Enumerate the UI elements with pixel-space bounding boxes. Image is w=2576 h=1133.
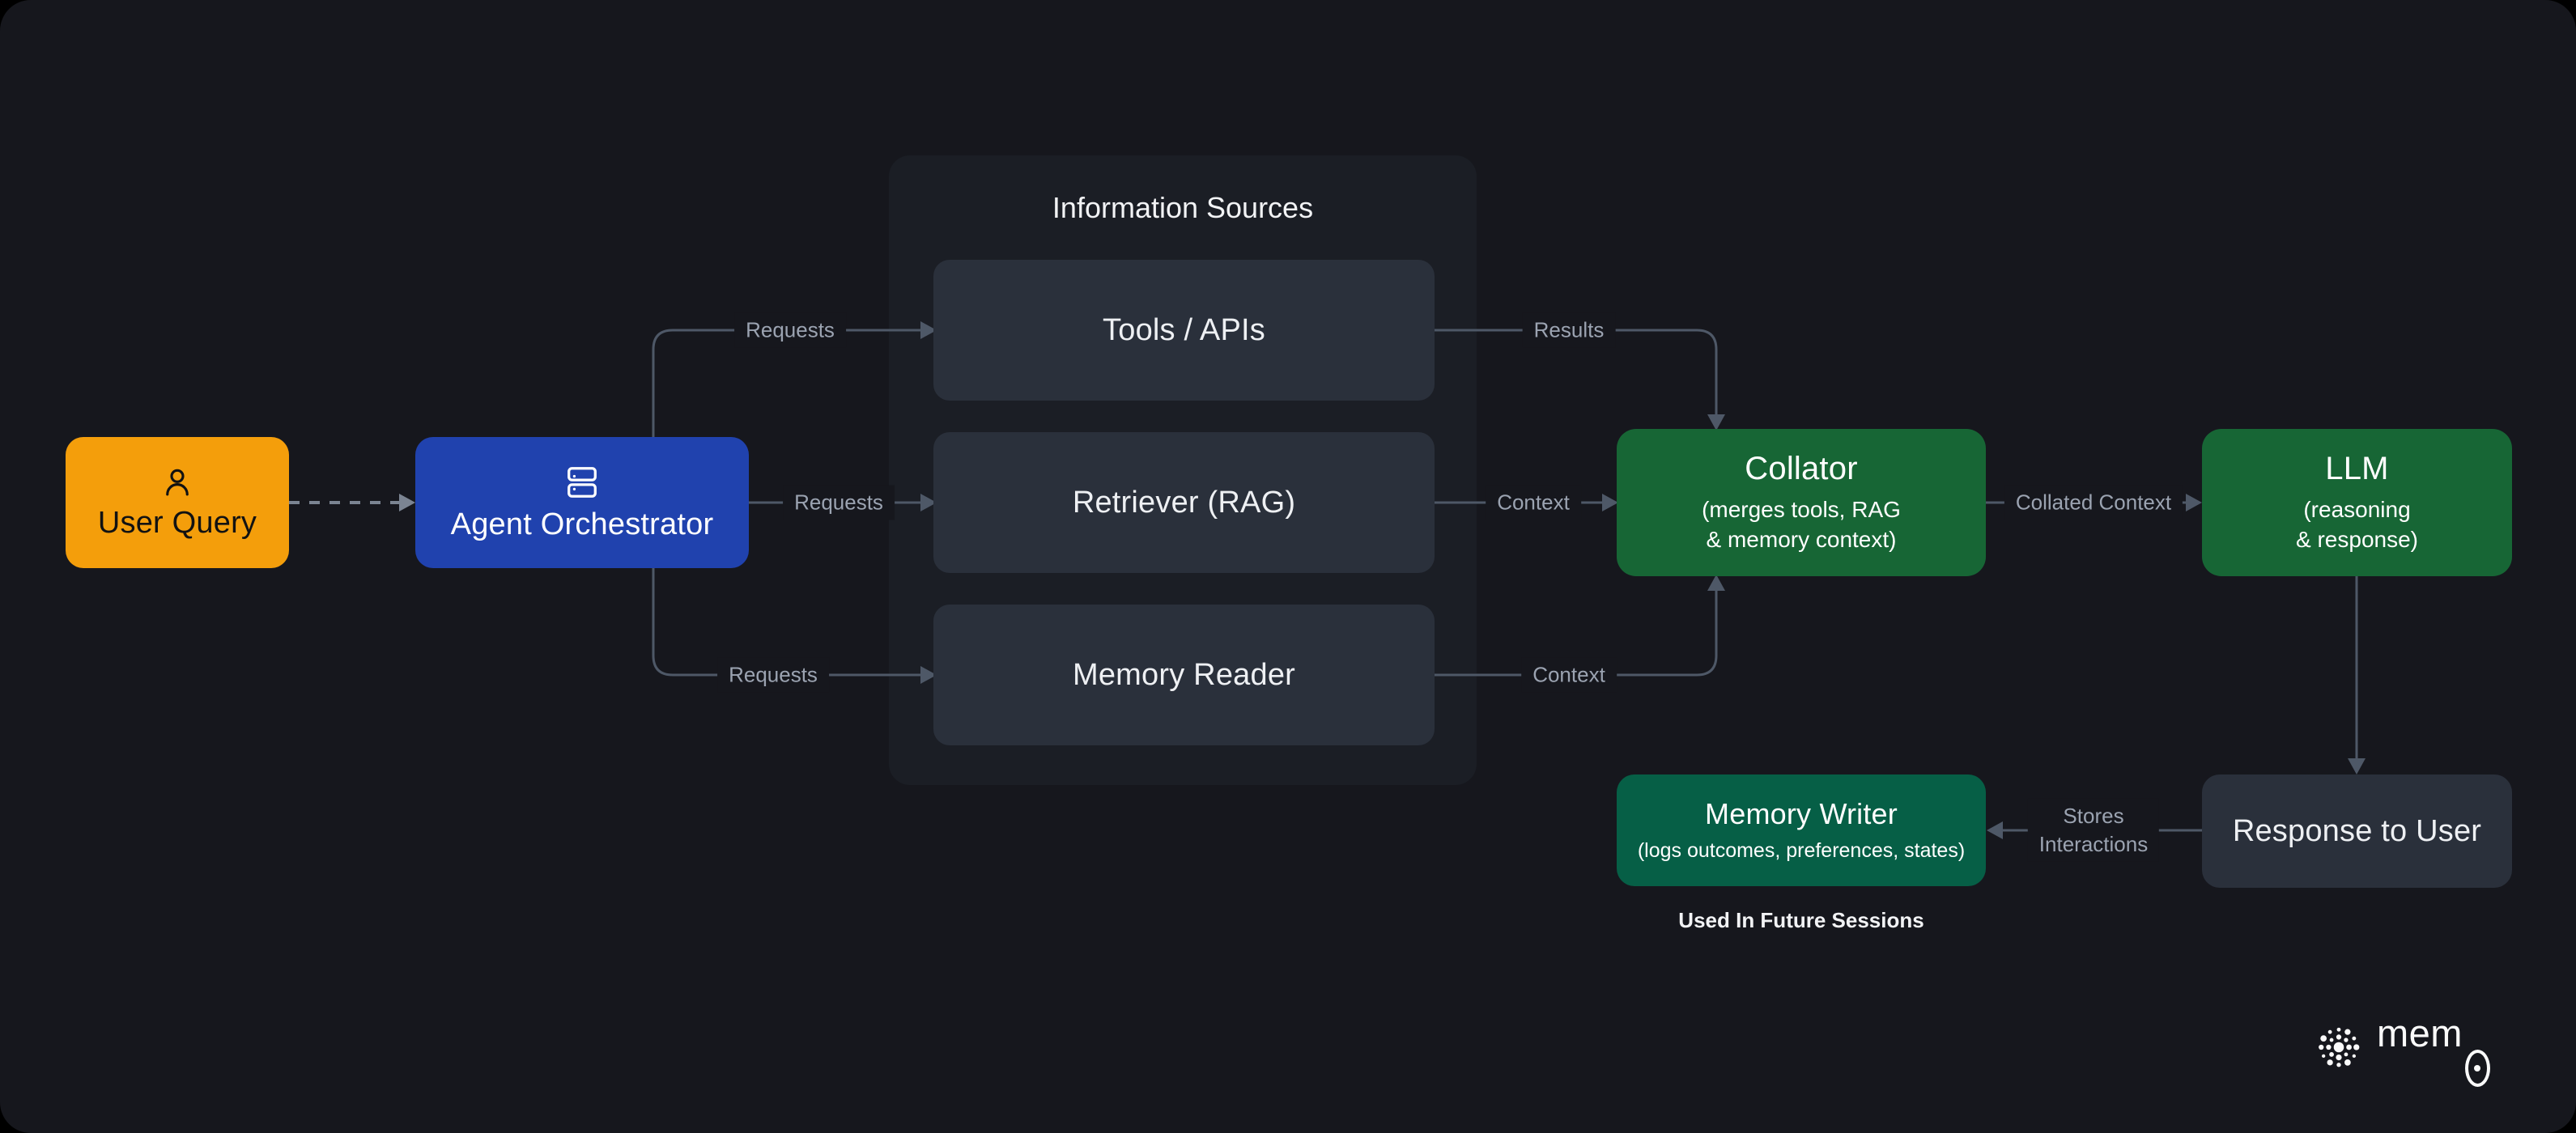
subtitle-line2: & memory context) xyxy=(1706,526,1897,552)
stores-line1: Stores xyxy=(2063,803,2124,828)
node-user-query: User Query xyxy=(66,437,289,568)
node-tools-apis: Tools / APIs xyxy=(933,260,1435,401)
node-label: Retriever (RAG) xyxy=(1072,485,1296,520)
arrowhead xyxy=(920,666,937,684)
future-sessions-note: Used In Future Sessions xyxy=(1678,908,1924,932)
subtitle-line2: & response) xyxy=(2296,526,2418,552)
subtitle-line1: (reasoning xyxy=(2303,496,2411,522)
wordmark-mem: mem xyxy=(2377,1012,2463,1054)
wordmark-zero: 0 xyxy=(2464,1050,2490,1087)
user-icon xyxy=(160,465,194,499)
node-retriever-rag: Retriever (RAG) xyxy=(933,432,1435,573)
server-icon xyxy=(563,464,601,501)
edge-label-requests-top: Requests xyxy=(734,312,846,348)
arrowhead xyxy=(1707,414,1725,431)
arrowhead xyxy=(920,321,937,339)
information-sources-title: Information Sources xyxy=(1052,191,1314,224)
node-response-to-user: Response to User xyxy=(2202,774,2512,888)
arrowhead xyxy=(399,494,415,511)
arrowhead xyxy=(2186,494,2202,511)
arrowhead xyxy=(2348,758,2366,774)
edge-label-results: Results xyxy=(1522,312,1616,348)
edge-label-requests-middle: Requests xyxy=(783,485,895,520)
node-collator: Collator (merges tools, RAG & memory con… xyxy=(1617,429,1986,576)
node-memory-writer: Memory Writer (logs outcomes, preference… xyxy=(1617,774,1986,886)
edge-label-requests-bottom: Requests xyxy=(717,657,829,693)
subtitle-line1: (merges tools, RAG xyxy=(1702,496,1901,522)
node-title: Memory Writer xyxy=(1705,796,1898,830)
node-subtitle: (merges tools, RAG & memory context) xyxy=(1702,495,1901,555)
edge-label-stores-interactions: Stores Interactions xyxy=(2027,798,2160,863)
node-title: LLM xyxy=(2325,450,2389,486)
node-subtitle: (logs outcomes, preferences, states) xyxy=(1637,838,1966,862)
mem0-wordmark: mem0 xyxy=(2377,1011,2490,1087)
stores-line2: Interactions xyxy=(2038,832,2149,856)
node-title: Collator xyxy=(1745,450,1858,486)
node-subtitle: (reasoning & response) xyxy=(2296,495,2418,555)
mem0-burst-icon xyxy=(2315,1024,2362,1075)
node-label: Memory Reader xyxy=(1072,657,1296,692)
node-agent-orchestrator: Agent Orchestrator xyxy=(415,437,749,568)
arrowhead xyxy=(1602,494,1618,511)
edge-memreader-collator xyxy=(1435,589,1718,677)
arrowhead xyxy=(920,494,937,511)
edge-label-collated-context: Collated Context xyxy=(2004,485,2183,520)
node-label: Response to User xyxy=(2232,813,2482,848)
arrowhead xyxy=(1707,575,1725,591)
node-label: Agent Orchestrator xyxy=(450,507,714,541)
node-label: Tools / APIs xyxy=(1103,312,1265,347)
mem0-logo: mem0 xyxy=(2315,1012,2490,1087)
edge-tools-collator xyxy=(1435,329,1718,416)
node-memory-reader: Memory Reader xyxy=(933,605,1435,745)
node-llm: LLM (reasoning & response) xyxy=(2202,429,2512,576)
edge-label-context-bottom: Context xyxy=(1521,657,1617,693)
node-label: User Query xyxy=(97,505,257,540)
arrowhead xyxy=(1987,821,2003,839)
edge-label-context-middle: Context xyxy=(1486,485,1581,520)
